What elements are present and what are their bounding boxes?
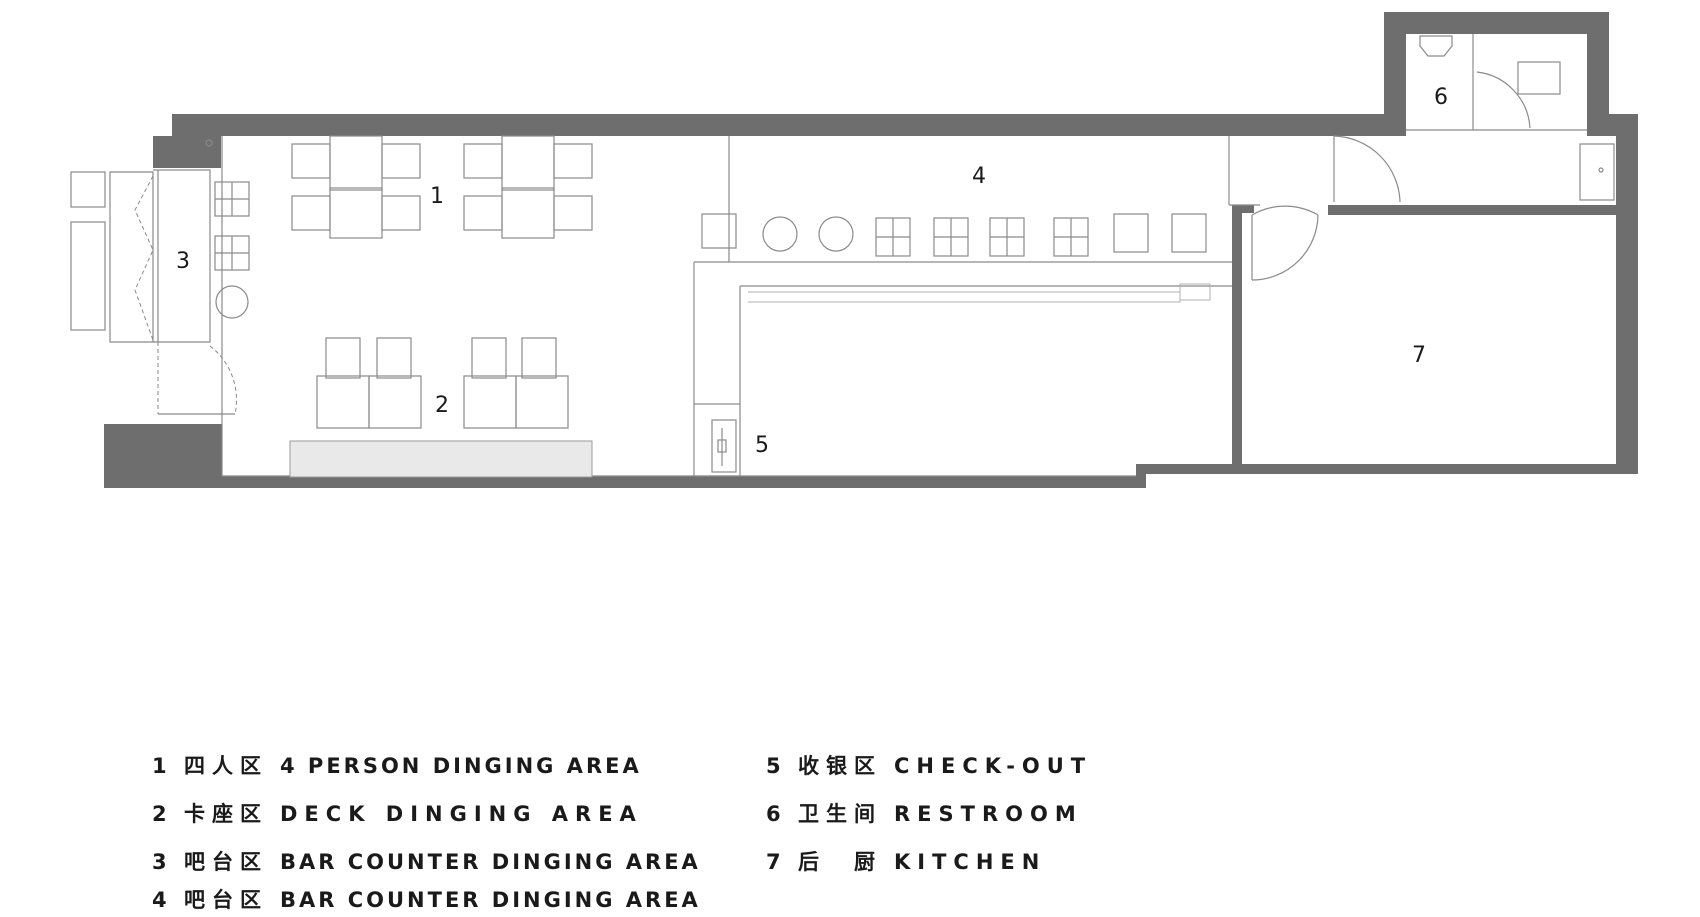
interior-lines: [70, 34, 1615, 477]
legend-number: 3: [152, 850, 167, 874]
legend-chinese: 收银区: [798, 754, 882, 778]
legend-english: DECK DINGING AREA: [280, 802, 643, 826]
bar-stools: [701, 213, 1207, 257]
four-person-tables: [291, 135, 593, 239]
zone-labels: 1 2 3 4 5 6 7: [176, 85, 1448, 458]
legend-item: 2 卡座区 DECK DINGING AREA: [152, 798, 643, 828]
legend-english: RESTROOM: [894, 802, 1083, 826]
legend-chinese: 吧台区: [184, 850, 268, 874]
legend-item: 4 吧台区 BAR COUNTER DINGING AREA: [152, 884, 701, 914]
legend-number: 4: [152, 888, 167, 912]
legend-number: 2: [152, 802, 167, 826]
legend-english: BAR COUNTER DINGING AREA: [280, 850, 701, 874]
zone-number-1: 1: [430, 184, 444, 209]
legend-chinese: 卡座区: [184, 802, 268, 826]
legend-english: BAR COUNTER DINGING AREA: [280, 888, 701, 912]
legend-english: CHECK-OUT: [894, 754, 1093, 778]
legend-item: 6 卫生间 RESTROOM: [766, 798, 1083, 828]
zone-number-3: 3: [176, 249, 190, 274]
legend-chinese: 吧台区: [184, 888, 268, 912]
legend-item: 5 收银区 CHECK-OUT: [766, 750, 1092, 780]
legend-english: KITCHEN: [894, 850, 1047, 874]
legend-number: 7: [766, 850, 781, 874]
zone-number-5: 5: [755, 433, 769, 458]
exterior-walls: [104, 12, 1638, 488]
legend-item: 7 后 厨 KITCHEN: [766, 846, 1046, 876]
zone-number-6: 6: [1434, 85, 1448, 110]
legend-number: 6: [766, 802, 781, 826]
legend-item: 1 四人区 4 PERSON DINGING AREA: [152, 750, 642, 780]
legend-chinese: 卫生间: [798, 802, 882, 826]
legend-chinese: 后 厨: [798, 850, 882, 874]
legend-item: 3 吧台区 BAR COUNTER DINGING AREA: [152, 846, 701, 876]
legend-english: 4 PERSON DINGING AREA: [280, 754, 642, 778]
zone-number-7: 7: [1412, 343, 1426, 368]
zone-number-2: 2: [435, 393, 449, 418]
zone-number-4: 4: [972, 164, 986, 189]
legend-number: 1: [152, 754, 167, 778]
deck-seating: [289, 337, 593, 478]
legend-chinese: 四人区: [184, 754, 268, 778]
legend-number: 5: [766, 754, 781, 778]
